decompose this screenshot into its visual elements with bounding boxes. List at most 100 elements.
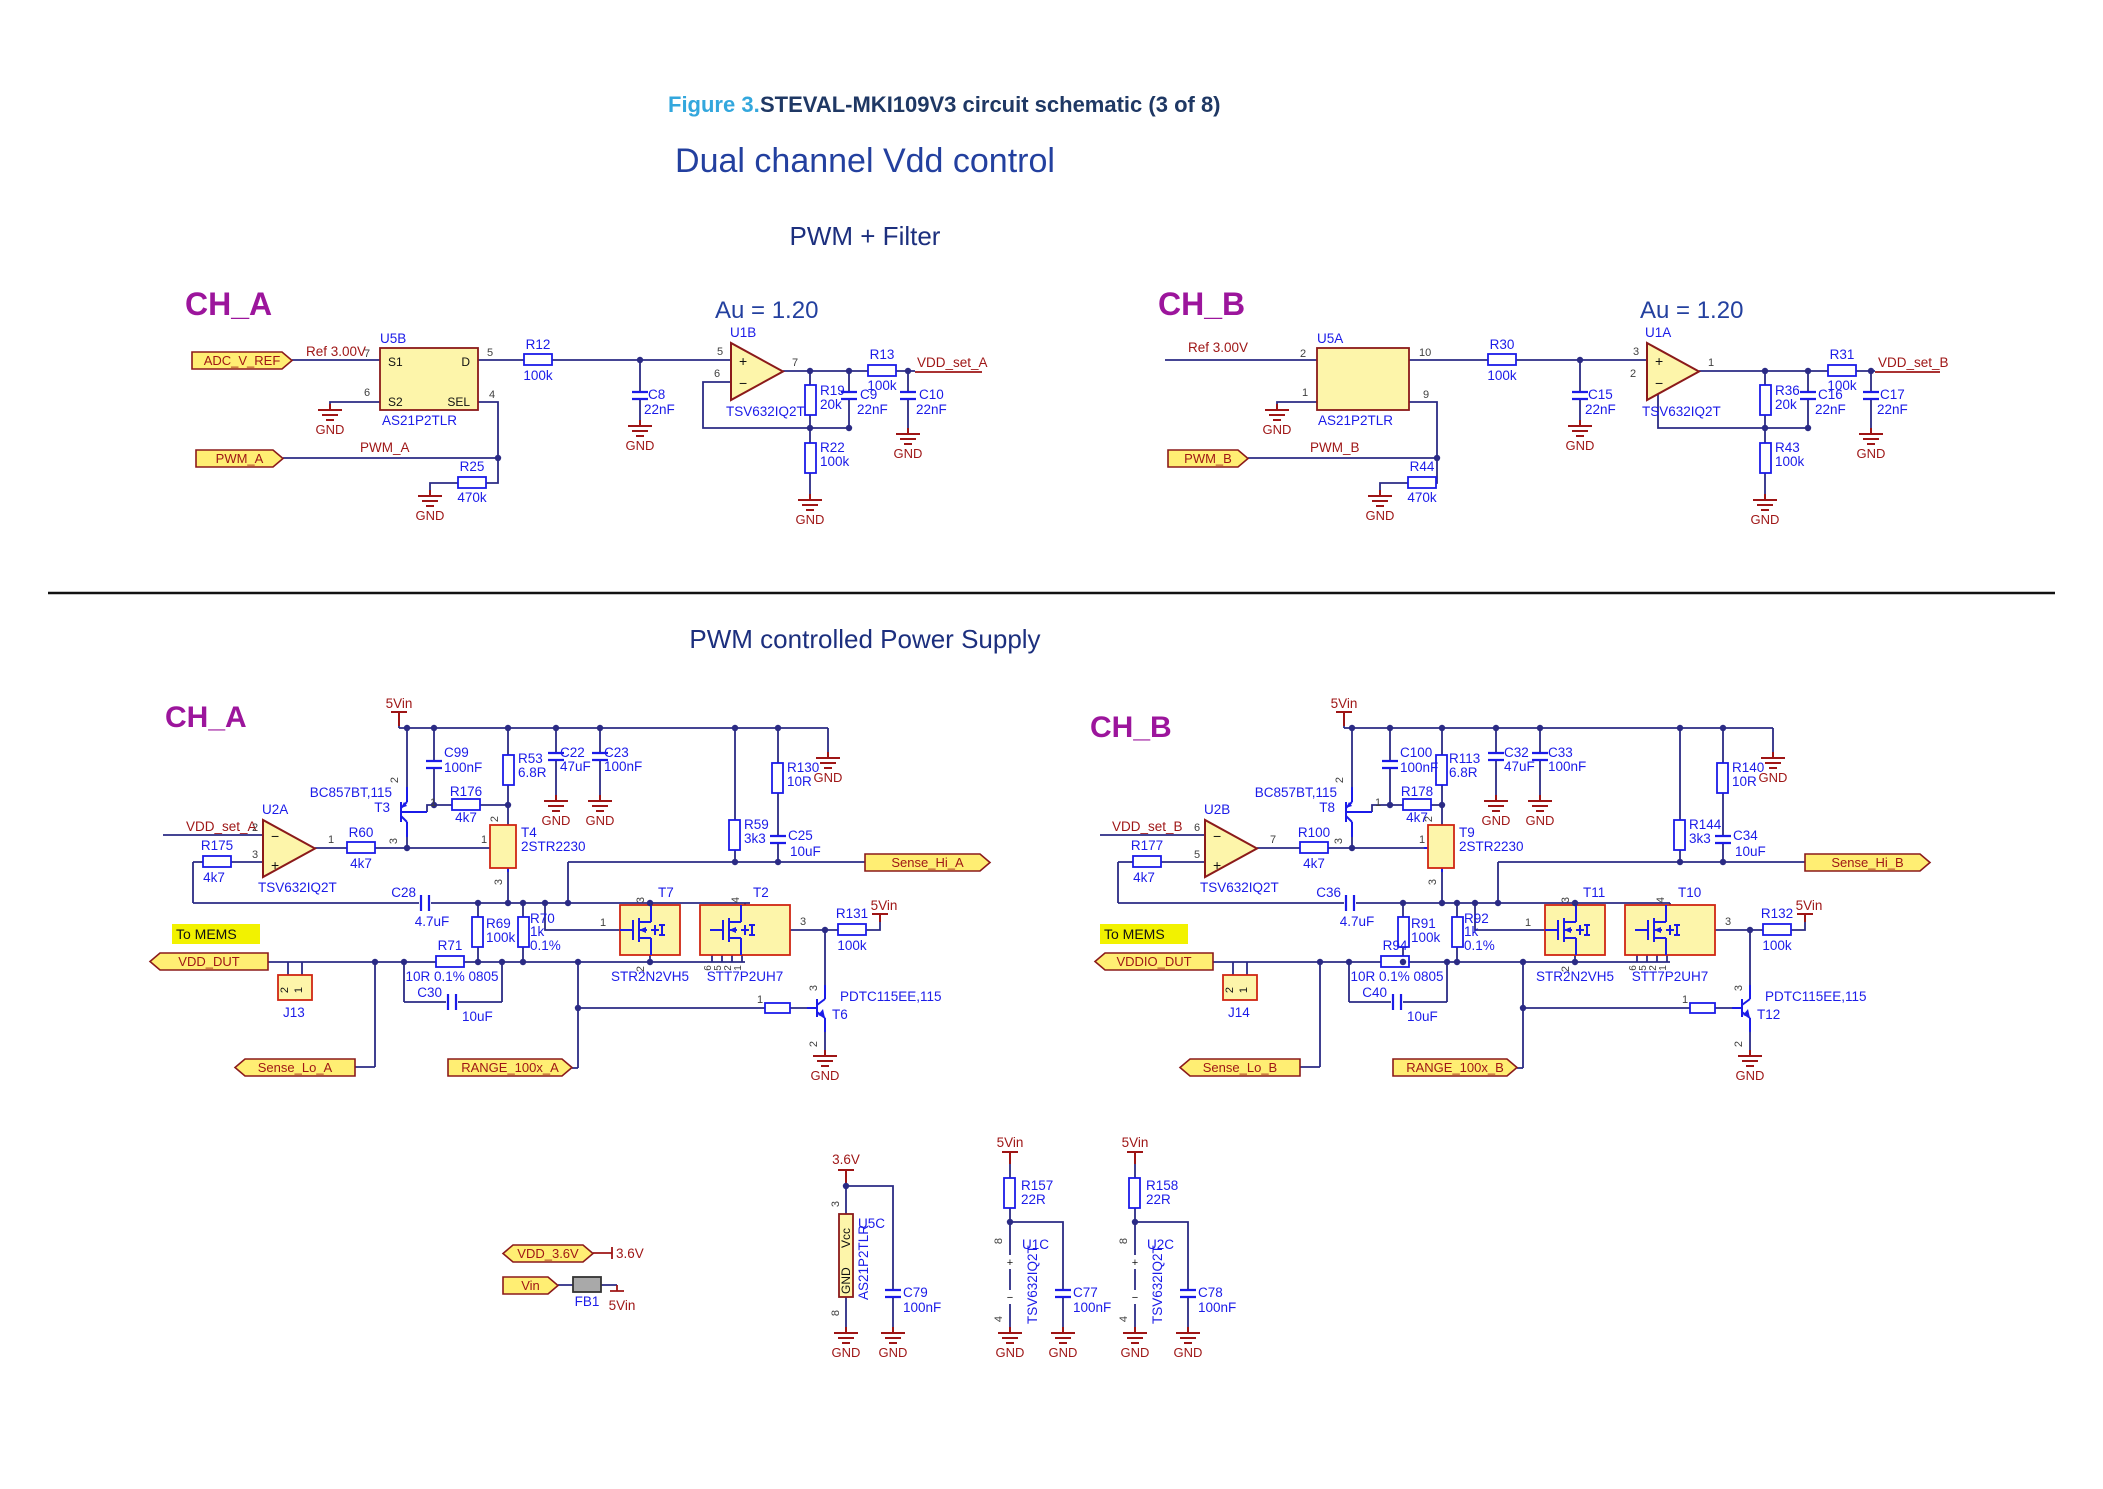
refdes-label: C79 (903, 1285, 928, 1300)
junction-dot (774, 724, 782, 732)
junction-dot (1746, 926, 1754, 934)
resistor-symbol (1299, 841, 1329, 854)
schematic-label: 2 (389, 777, 401, 783)
ground-label: GND (1857, 446, 1886, 461)
ground-icon (834, 1327, 858, 1344)
schematic-label: 2 (723, 965, 734, 971)
capacitor-symbol (1715, 834, 1731, 845)
refdes-label: R69 (486, 916, 511, 931)
capacitor-symbol (548, 751, 564, 762)
refdes-label: U5C (858, 1216, 885, 1231)
power-bar-icon (1336, 711, 1352, 726)
ground-label: GND (1751, 512, 1780, 527)
schematic-label: 6.8R (518, 765, 547, 780)
ground-icon (881, 1327, 905, 1344)
refdes-label: T4 (521, 825, 537, 840)
ground-label: GND (1174, 1345, 1203, 1360)
junction-dot (636, 356, 644, 364)
junction-dot (1386, 724, 1394, 732)
power-bar-icon (872, 913, 888, 922)
ground-icon (1753, 494, 1777, 511)
refdes-label: U5B (380, 331, 406, 346)
schematic-label: PDTC115EE,115 (840, 989, 942, 1004)
junction-dot (1804, 424, 1812, 432)
schematic-label: 470k (1407, 490, 1437, 505)
junction-dot (494, 454, 502, 462)
ground-icon (798, 494, 822, 511)
refdes-label: R25 (460, 459, 485, 474)
refdes-label: T12 (1757, 1007, 1780, 1022)
schematic-label: 5 (713, 965, 724, 971)
net-flag-range-100x-b (1392, 1058, 1519, 1077)
schematic-label: 2 (1733, 1041, 1745, 1047)
junction-dot (821, 926, 829, 934)
ground-label: GND (1121, 1345, 1150, 1360)
junction-dot (1761, 367, 1769, 375)
resistor-symbol (471, 916, 484, 948)
schematic-label: 100nF (1548, 759, 1586, 774)
ground-label: GND (814, 770, 843, 785)
ground-label: GND (879, 1345, 908, 1360)
refdes-label: R43 (1775, 440, 1800, 455)
refdes-label: R53 (518, 751, 543, 766)
ground-icon (588, 795, 612, 812)
schematic-label: 100k (1775, 454, 1805, 469)
schematic-label: − (1132, 1292, 1138, 1304)
capacitor-symbol (1863, 390, 1879, 401)
schematic-label: 10R (787, 774, 812, 789)
npn-transistor-icon (806, 984, 826, 1033)
schematic-label: + (1007, 1257, 1013, 1269)
junction-dot (1519, 1004, 1527, 1012)
schematic-label: 2 (1560, 966, 1572, 972)
ground-label: GND (1736, 1068, 1765, 1083)
schematic-label: 10 (1419, 347, 1431, 359)
junction-dot (596, 724, 604, 732)
schematic-label: 2 (1300, 348, 1306, 360)
net-flag-label: VDD_DUT (178, 954, 239, 969)
junction-dot (904, 367, 912, 375)
refdes-label: R71 (438, 938, 463, 953)
schematic-label: 6 (714, 368, 720, 380)
refdes-label: R12 (526, 337, 551, 352)
component-symbols (202, 353, 1879, 1299)
schematic-label: 1k (530, 924, 545, 939)
schematic-label: 100k (867, 378, 897, 393)
schematic-label: STT7P2UH7 (1632, 969, 1709, 984)
schematic-label: 8 (830, 1310, 842, 1316)
ground-label: GND (416, 508, 445, 523)
component-box (489, 824, 517, 869)
schematic-label: 5Vin (997, 1135, 1024, 1150)
junction-dot (1571, 899, 1579, 907)
ground-icon (628, 420, 652, 437)
schematic-label: STR2N2VH5 (611, 969, 689, 984)
schematic-label: 5 (1638, 965, 1649, 971)
schematic-label: Ref 3.00V (1188, 340, 1248, 355)
junction-dots (371, 356, 1875, 1226)
schematic-label: 4k7 (1133, 870, 1155, 885)
refdes-label: J14 (1228, 1005, 1250, 1020)
junction-dot (541, 899, 549, 907)
resistor-symbol (346, 841, 376, 854)
schematic-label: 0.1% (530, 938, 561, 953)
schematic-label: 1 (1658, 965, 1669, 971)
schematic-label: 6 (703, 965, 714, 971)
capacitor-symbol (1488, 751, 1504, 762)
resistor-symbol (517, 916, 530, 948)
resistor-symbol (451, 798, 481, 811)
net-flag-pwm-b (1167, 449, 1250, 468)
ground-icon (1761, 752, 1785, 769)
schematic-label: 4k7 (1406, 810, 1428, 825)
schematic-label: 3k3 (1689, 831, 1711, 846)
net-flag-sense-lo-a (233, 1058, 356, 1077)
schematic-label: AS21P2TLR (382, 413, 457, 428)
schematic-label: Figure 3. (668, 92, 760, 117)
ground-label: GND (1263, 422, 1292, 437)
schematic-label: 100k (486, 930, 516, 945)
schematic-label: 3 (1560, 897, 1572, 903)
schematic-label: 4 (993, 1316, 1005, 1322)
ground-icon (1738, 1050, 1762, 1067)
schematic-label: 100nF (1400, 760, 1438, 775)
schematic-label: 10uF (462, 1009, 493, 1024)
component-box (838, 1213, 854, 1298)
resistor-symbol (435, 955, 465, 968)
